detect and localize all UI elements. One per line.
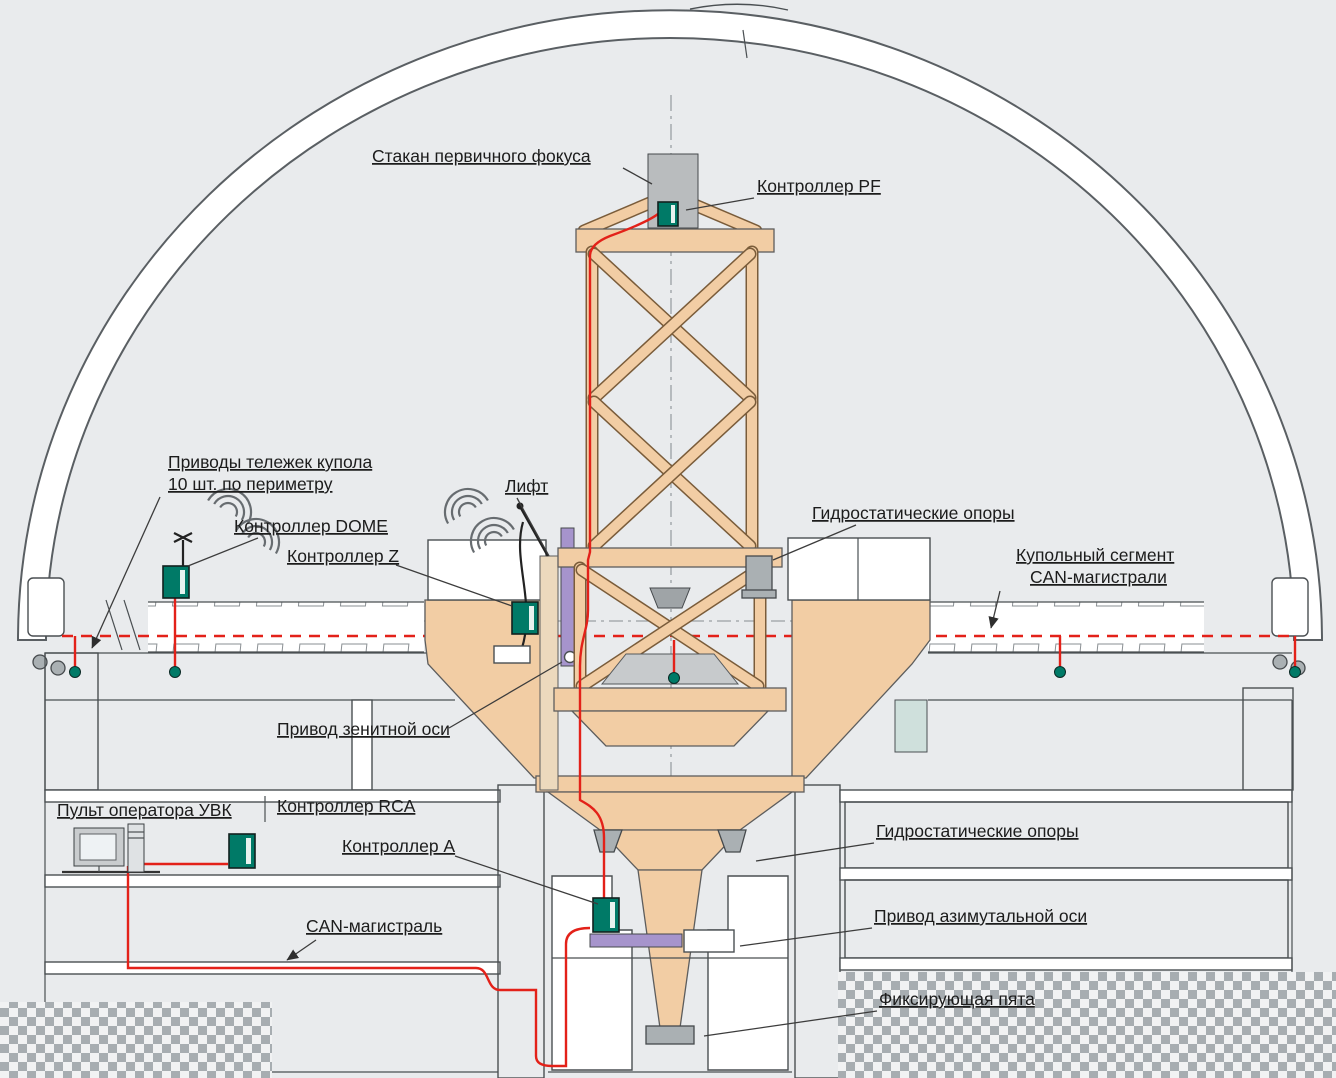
z-controller-box (511, 601, 539, 635)
hydro-pad-left (593, 829, 623, 853)
label-rca-controller: Контроллер RCA (277, 796, 416, 816)
leader-dome-segment (988, 590, 1001, 629)
azimuth-drive-unit (589, 933, 683, 948)
leader-lift (516, 497, 550, 557)
leader-z-controller (395, 564, 513, 607)
leader-pf-controller (685, 197, 755, 211)
label-pf-controller: Контроллер PF (757, 176, 881, 196)
label-dome-drives-2: 10 шт. по периметру (168, 474, 333, 494)
labels: Стакан первичного фокуса Контроллер PF П… (57, 146, 1174, 1009)
dome-trolley-wheel (32, 654, 48, 670)
label-dome-segment-2: CAN-магистрали (1030, 567, 1167, 587)
pit-wall-right (794, 784, 841, 1078)
cable-console-to-pit (126, 866, 591, 1068)
lower-building-left (44, 653, 545, 1078)
leader-hydro-bottom (755, 842, 875, 862)
label-z-controller: Контроллер Z (287, 546, 399, 566)
lift-antenna (519, 507, 550, 557)
leader-fixing-heel (703, 1010, 878, 1037)
label-dome-drives-1: Приводы тележек купола (168, 452, 372, 472)
leader-zenith-drive (448, 661, 563, 729)
lower-building-right (794, 700, 1293, 1078)
label-hydro-bottom: Гидростатические опоры (876, 821, 1079, 841)
can-node-dots (69, 666, 1301, 684)
dome-rail-band (105, 599, 1204, 653)
center-unit (649, 587, 691, 609)
pit-wall-left (497, 784, 545, 1078)
label-fixing-heel: Фиксирующая пята (879, 989, 1035, 1009)
dome-controller-box (162, 565, 190, 599)
telescope-mount (424, 537, 931, 1073)
mount-platform (535, 775, 805, 793)
label-azimuth-drive: Привод азимутальной оси (874, 906, 1087, 926)
mount-top-box-right (787, 537, 931, 601)
console-tower (127, 823, 145, 873)
dome-antenna (173, 532, 193, 566)
mirror-cell (570, 710, 770, 747)
operator-console-unit (62, 823, 160, 874)
ground-right (838, 972, 1336, 1078)
controllers (162, 201, 679, 933)
hydrostatic-bearing-top (745, 555, 773, 593)
label-a-controller: Контроллер A (342, 836, 455, 856)
leader-azimuth-drive (739, 927, 873, 947)
mount-top-box-left (427, 539, 547, 601)
leader-a-controller (454, 855, 599, 905)
leader-dome-drives (91, 496, 161, 649)
top-ring (575, 228, 775, 253)
dome-slit-hatch (689, 3, 789, 11)
label-dome-controller: Контроллер DOME (234, 516, 388, 536)
telescope-tube (553, 153, 787, 747)
dome-trolley-wheel (1272, 654, 1288, 670)
leader-can-bus (286, 939, 317, 961)
rca-controller-box (228, 833, 256, 869)
cable-a-to-pf (578, 213, 659, 898)
dome-trolley-wheel (50, 660, 66, 676)
console-screen (79, 833, 117, 861)
label-can-bus: CAN-магистраль (306, 916, 442, 936)
upper-floor (32, 652, 1306, 791)
leader-dome-controller (187, 537, 259, 567)
label-zenith-drive: Привод зенитной оси (277, 719, 450, 739)
dome-base-right (1271, 577, 1309, 637)
bottom-ring (553, 687, 787, 712)
label-dome-segment-1: Купольный сегмент (1016, 545, 1174, 565)
azimuth-drive-box (683, 929, 735, 953)
mid-ring (557, 547, 783, 568)
label-primary-focus: Стакан первичного фокуса (372, 146, 591, 166)
right-window (894, 699, 928, 753)
primary-mirror (600, 653, 740, 685)
left-column (351, 699, 373, 791)
label-operator-console: Пульт оператора УВК (57, 800, 232, 820)
label-hydro-top: Гидростатические опоры (812, 503, 1015, 523)
hydro-pad-right (717, 829, 747, 853)
dome-shell (16, 3, 1324, 641)
zenith-drive-box (493, 645, 531, 664)
can-bus-cables (126, 213, 676, 1068)
leader-primary-focus (622, 167, 653, 185)
label-lift: Лифт (505, 476, 548, 496)
ground-left (0, 1002, 272, 1078)
leader-hydro-top (772, 524, 857, 561)
dome-base-left (27, 577, 65, 637)
fixing-heel (645, 1025, 695, 1045)
leader-lines (91, 167, 1001, 1037)
